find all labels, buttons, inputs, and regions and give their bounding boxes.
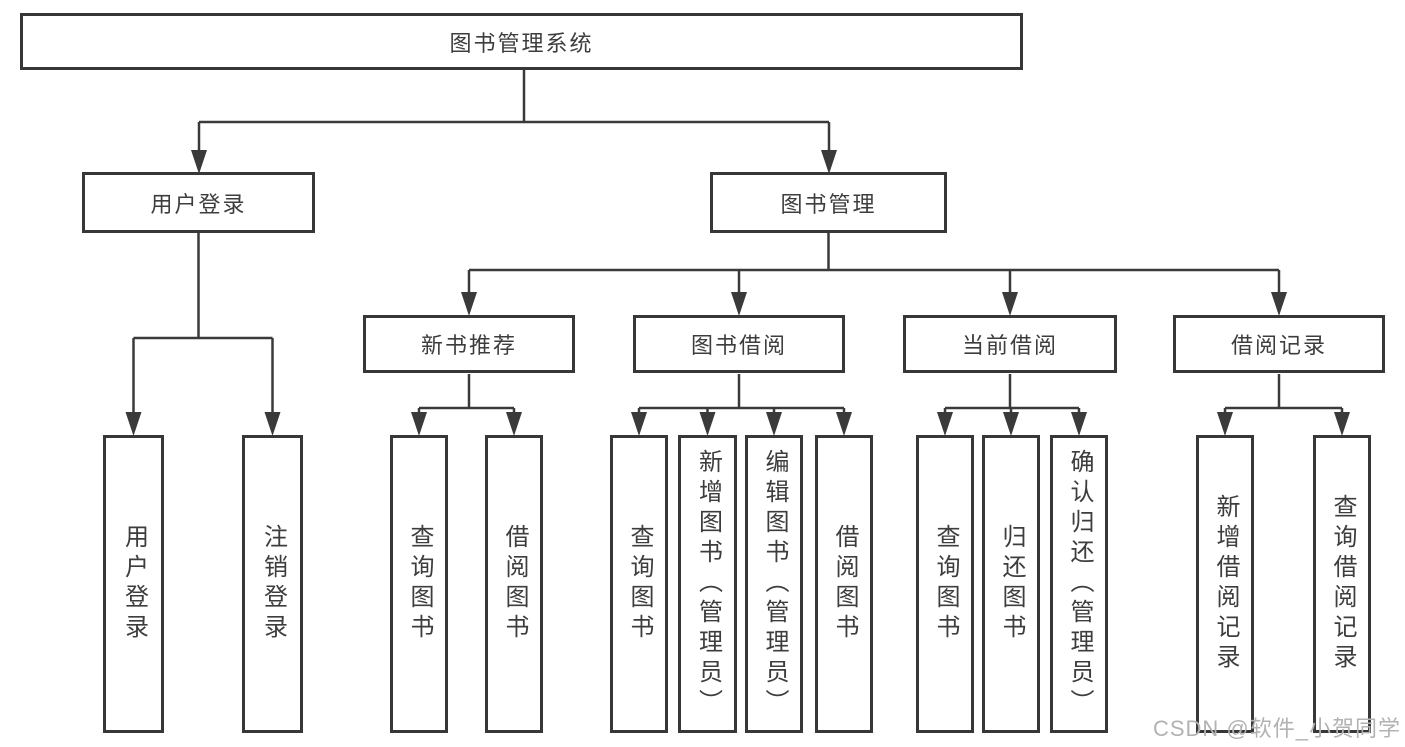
node-label: 借阅图书 <box>501 524 528 644</box>
node-label: 借阅图书 <box>831 524 858 644</box>
node-label: 查询图书 <box>626 524 653 644</box>
node-label: 用户登录 <box>120 524 148 644</box>
leaf-logout-login: 注销登录 <box>242 435 303 733</box>
leaf-query-books-borrow: 查询图书 <box>610 435 668 733</box>
leaf-query-books-recommend: 查询图书 <box>390 435 448 733</box>
node-borrow-records: 借阅记录 <box>1173 315 1385 373</box>
node-label: 新增借阅记录 <box>1212 494 1239 674</box>
arrowheads <box>125 150 1350 436</box>
node-label: 图书管理 <box>780 191 877 217</box>
node-user-login: 用户登录 <box>82 172 315 233</box>
node-label: 注销登录 <box>259 524 287 644</box>
csdn-watermark: CSDN @软件_小贺同学 <box>1152 716 1401 741</box>
node-label: 图书借阅 <box>690 333 787 358</box>
node-label: 图书管理系统 <box>449 30 594 56</box>
connector-user-login-children <box>132 233 274 413</box>
leaf-confirm-return-admin: 确认归还（管理员） <box>1050 435 1108 733</box>
leaf-return-books: 归还图书 <box>982 435 1040 733</box>
node-label: 当前借阅 <box>961 333 1058 358</box>
connector-book-mgmt-children <box>467 233 1281 293</box>
node-label: 借阅记录 <box>1230 333 1327 358</box>
node-label: 归还图书 <box>998 524 1025 644</box>
leaf-add-borrow-record: 新增借阅记录 <box>1196 435 1254 733</box>
connector-borrow-records-children <box>1223 374 1344 413</box>
connector-new-rec-children <box>417 374 516 413</box>
node-new-book-recommend: 新书推荐 <box>363 315 575 373</box>
node-current-borrow: 当前借阅 <box>903 315 1117 373</box>
node-label: 查询图书 <box>406 524 433 644</box>
leaf-borrow-books-recommend: 借阅图书 <box>485 435 543 733</box>
node-library-management-system: 图书管理系统 <box>20 13 1023 70</box>
node-label: 新书推荐 <box>420 333 517 358</box>
connector-book-borrow-children <box>637 374 846 413</box>
node-label: 用户登录 <box>150 191 247 217</box>
leaf-query-borrow-record: 查询借阅记录 <box>1313 435 1371 733</box>
leaf-query-books-current: 查询图书 <box>916 435 974 733</box>
connector-current-borrow-children <box>943 374 1081 413</box>
node-label: 新增图书（管理员） <box>694 449 722 719</box>
node-label: 编辑图书（管理员） <box>761 449 788 719</box>
connector-root-to-level2 <box>197 70 831 151</box>
node-book-management: 图书管理 <box>710 172 947 233</box>
node-label: 确认归还（管理员） <box>1066 449 1093 719</box>
leaf-user-login: 用户登录 <box>103 435 164 733</box>
leaf-edit-books-admin: 编辑图书（管理员） <box>745 435 803 733</box>
node-book-borrow: 图书借阅 <box>633 315 845 373</box>
node-label: 查询借阅记录 <box>1329 494 1356 674</box>
leaf-borrow-books: 借阅图书 <box>815 435 873 733</box>
leaf-add-books-admin: 新增图书（管理员） <box>678 435 737 733</box>
node-label: 查询图书 <box>932 524 959 644</box>
